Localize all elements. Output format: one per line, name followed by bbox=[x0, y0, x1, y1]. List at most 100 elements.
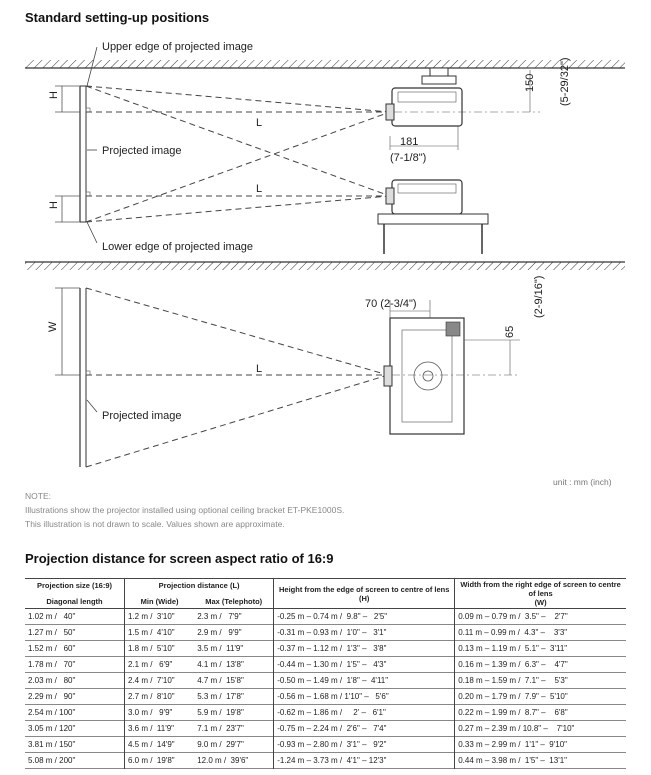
l-label-top: L bbox=[256, 117, 262, 129]
table-cell: 1.27 m / 50" bbox=[28, 628, 76, 637]
table-cell: 0.16 m – 1.39 m / 6.3" – 4'7" bbox=[454, 656, 626, 673]
table-cell: 0.20 m – 1.79 m / 7.9" – 5'10" bbox=[454, 688, 626, 705]
table-cell: 2.3 m / 7'9" bbox=[197, 612, 242, 621]
table-cell: 3.0 m / 9'9" bbox=[124, 704, 195, 721]
table-cell: 9.0 m / 29'7" bbox=[197, 740, 244, 749]
header-min: Min (Wide) bbox=[124, 591, 195, 609]
table-cell: -0.75 m – 2.24 m / 2'6" – 7'4" bbox=[273, 720, 455, 737]
table-cell: 1.8 m / 5'10" bbox=[124, 640, 195, 657]
projector-top-view bbox=[383, 300, 520, 435]
table-cell: 3.6 m / 11'9" bbox=[124, 720, 195, 737]
table-cell: 2.03 m / 80" bbox=[28, 676, 76, 685]
table-cell: 0.13 m – 1.19 m / 5.1" – 3'11" bbox=[454, 640, 626, 657]
unit-label: unit : mm (inch) bbox=[553, 477, 612, 487]
table-cell: 6.0 m / 19'8" bbox=[124, 752, 195, 769]
screen-top-view bbox=[55, 287, 91, 467]
table-cell: -1.24 m – 3.73 m / 4'1" – 12'3" bbox=[273, 752, 455, 769]
table-cell: -0.31 m – 0.93 m / 1'0" – 3'1" bbox=[273, 624, 455, 641]
table-cell: 1.5 m / 4'10" bbox=[124, 624, 195, 641]
table-cell: 1.02 m / 40" bbox=[28, 612, 76, 621]
dim-181-inch: (7-1/8") bbox=[390, 152, 426, 164]
table-row: 1.52 m / 60" 1.8 m / 5'10"3.5 m / 11'9" -0… bbox=[25, 640, 626, 657]
dim-65: 65 bbox=[504, 326, 516, 338]
table-cell: 0.44 m – 3.98 m / 1'5" – 13'1" bbox=[454, 752, 626, 769]
table-cell: -0.56 m – 1.68 m / 1'10" – 5'6" bbox=[273, 688, 455, 705]
table-cell: -0.62 m – 1.86 m / 2' – 6'1" bbox=[273, 704, 455, 721]
table-cell: -0.44 m – 1.30 m / 1'5" – 4'3" bbox=[273, 656, 455, 673]
table-row: 2.54 m / 100" 3.0 m / 9'9"5.9 m / 19'8" -0… bbox=[25, 704, 626, 721]
note-line-1: Illustrations show the projector install… bbox=[25, 505, 345, 515]
table-cell: 4.5 m / 14'9" bbox=[124, 736, 195, 753]
dim-181: 181 bbox=[400, 136, 418, 148]
table-cell: -0.50 m – 1.49 m / 1'8" – 4'11" bbox=[273, 672, 455, 689]
table-cell: 0.11 m – 0.99 m / 4.3" – 3'3" bbox=[454, 624, 626, 641]
table-cell: 5.08 m / 200" bbox=[28, 756, 76, 765]
table-cell: 2.4 m / 7'10" bbox=[124, 672, 195, 689]
projection-distance-table: Projection size (16:9) Projection distan… bbox=[25, 578, 626, 769]
table-projector bbox=[377, 179, 489, 254]
dim-150: 150 bbox=[524, 74, 536, 92]
dim-65-inch: (2-9/16") bbox=[533, 276, 545, 318]
table-cell: 3.05 m / 120" bbox=[28, 724, 76, 733]
h-label-bottom: H bbox=[48, 201, 60, 209]
table-cell: 2.29 m / 90" bbox=[28, 692, 76, 701]
projected-image-label-2: Projected image bbox=[102, 410, 182, 422]
section-heading-setup: Standard setting-up positions bbox=[25, 10, 210, 25]
section-heading-distance: Projection distance for screen aspect ra… bbox=[25, 551, 334, 566]
screen-side-view bbox=[55, 85, 91, 223]
ceiling-projector bbox=[385, 67, 548, 150]
table-cell: 0.27 m – 2.39 m / 10.8" – 7'10" bbox=[454, 720, 626, 737]
dim-150-inch: (5-29/32") bbox=[559, 57, 571, 106]
table-cell: 2.7 m / 8'10" bbox=[124, 688, 195, 705]
table-cell: 0.33 m – 2.99 m / 1'1" – 9'10" bbox=[454, 736, 626, 753]
table-row: 1.78 m / 70" 2.1 m / 6'9"4.1 m / 13'8" -0.… bbox=[25, 656, 626, 673]
ceiling bbox=[25, 60, 625, 69]
table-cell: -0.93 m – 2.80 m / 3'1" – 9'2" bbox=[273, 736, 455, 753]
table-row: 1.02 m / 40" 1.2 m / 3'10"2.3 m / 7'9" -0.… bbox=[25, 608, 626, 625]
dim-70: 70 (2-3/4") bbox=[365, 298, 417, 310]
table-cell: 0.09 m – 0.79 m / 3.5" – 2'7" bbox=[454, 608, 626, 625]
lower-edge-label: Lower edge of projected image bbox=[102, 241, 253, 253]
projection-rays-floor bbox=[85, 85, 391, 223]
table-cell: 1.52 m / 60" bbox=[28, 644, 76, 653]
header-distance: Projection distance (L) bbox=[123, 578, 274, 592]
projection-rays-ceiling bbox=[85, 85, 391, 223]
table-cell: 3.5 m / 11'9" bbox=[197, 644, 244, 653]
table-cell: -0.37 m – 1.12 m / 1'3" – 3'8" bbox=[273, 640, 455, 657]
table-cell: 1.2 m / 3'10" bbox=[124, 608, 195, 625]
header-height: Height from the edge of screen to centre… bbox=[273, 578, 455, 609]
l-label-mid: L bbox=[256, 183, 262, 195]
table-row: 5.08 m / 200" 6.0 m / 19'8"12.0 m / 39'6"… bbox=[25, 752, 626, 769]
table-row: 1.27 m / 50" 1.5 m / 4'10"2.9 m / 9'9" -0.… bbox=[25, 624, 626, 641]
table-cell: 5.3 m / 17'8" bbox=[197, 692, 244, 701]
h-label-top: H bbox=[48, 91, 60, 99]
table-cell: 2.54 m / 100" bbox=[28, 708, 76, 717]
upper-edge-label: Upper edge of projected image bbox=[102, 41, 253, 53]
table-row: 2.03 m / 80" 2.4 m / 7'10"4.7 m / 15'8" -0… bbox=[25, 672, 626, 689]
header-diagonal: Diagonal length bbox=[46, 597, 103, 607]
table-cell: 12.0 m / 39'6" bbox=[197, 756, 249, 765]
setup-diagram: H H Upper edge of projected image Projec… bbox=[25, 41, 625, 468]
header-size: Projection size (16:9) bbox=[25, 578, 125, 592]
table-row: 3.81 m / 150" 4.5 m / 14'9"9.0 m / 29'7" -… bbox=[25, 736, 626, 753]
table-cell: 0.18 m – 1.59 m / 7.1" – 5'3" bbox=[454, 672, 626, 689]
table-cell: 3.81 m / 150" bbox=[28, 740, 76, 749]
table-cell: 7.1 m / 23'7" bbox=[197, 724, 244, 733]
table-cell: 2.9 m / 9'9" bbox=[197, 628, 242, 637]
table-cell: 1.78 m / 70" bbox=[28, 660, 76, 669]
l-label-bottom: L bbox=[256, 363, 262, 375]
header-width: Width from the right edge of screen to c… bbox=[454, 578, 626, 609]
table-row: 2.29 m / 90" 2.7 m / 8'10"5.3 m / 17'8" -0… bbox=[25, 688, 626, 705]
note-line-2: This illustration is not drawn to scale.… bbox=[25, 519, 285, 529]
note-title: NOTE: bbox=[25, 491, 51, 501]
table-cell: -0.25 m – 0.74 m / 9.8" – 2'5" bbox=[273, 608, 455, 625]
header-max: Max (Telephoto) bbox=[205, 597, 263, 607]
projected-image-label-1: Projected image bbox=[102, 145, 182, 157]
w-label: W bbox=[47, 321, 59, 332]
table-cell: 4.7 m / 15'8" bbox=[197, 676, 244, 685]
floor bbox=[25, 261, 625, 270]
table-cell: 5.9 m / 19'8" bbox=[197, 708, 244, 717]
table-cell: 4.1 m / 13'8" bbox=[197, 660, 244, 669]
projection-rays-top bbox=[85, 287, 389, 468]
table-cell: 2.1 m / 6'9" bbox=[124, 656, 195, 673]
